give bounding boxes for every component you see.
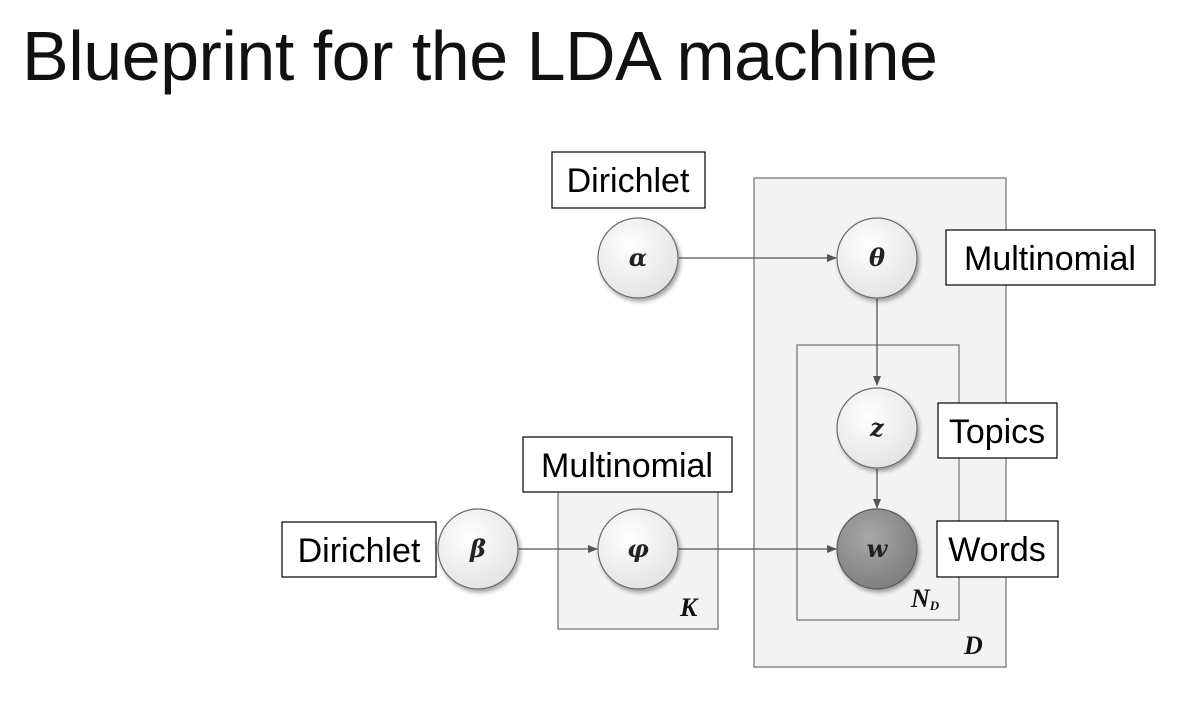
tag-words-text: Words [948,531,1046,569]
slide-title: Blueprint for the LDA machine [22,17,938,95]
tag-topics: Topics [937,402,1058,459]
node-theta: θ [836,217,918,299]
node-beta-symbol: β [469,534,486,563]
node-w: w [836,508,918,590]
plate-nd-sub: D [929,598,940,613]
tag-words: Words [936,520,1059,578]
node-theta-symbol: θ [869,243,885,272]
node-alpha: α [597,217,679,299]
node-w-symbol: w [867,534,889,563]
node-phi-symbol: φ [627,534,649,563]
node-alpha-symbol: α [629,243,647,272]
node-beta: β [437,508,519,590]
plate-nd-main: N [910,584,931,613]
tag-dirichlet-left: Dirichlet [281,521,437,578]
node-z: z [836,387,918,469]
tag-multinomial-left-text: Multinomial [541,447,713,485]
node-phi: φ [597,508,679,590]
tag-topics-text: Topics [949,413,1045,451]
tag-dirichlet-top-text: Dirichlet [567,162,690,200]
plate-d-label: D [963,631,983,660]
tag-multinomial-right: Multinomial [945,229,1156,286]
tag-dirichlet-top: Dirichlet [551,151,706,209]
plate-k-label: K [679,593,699,622]
node-z-symbol: z [869,413,885,442]
tag-multinomial-right-text: Multinomial [964,240,1136,278]
plate-nd-label: ND [910,584,940,613]
tag-multinomial-left: Multinomial [522,436,733,493]
tag-dirichlet-left-text: Dirichlet [298,532,421,570]
